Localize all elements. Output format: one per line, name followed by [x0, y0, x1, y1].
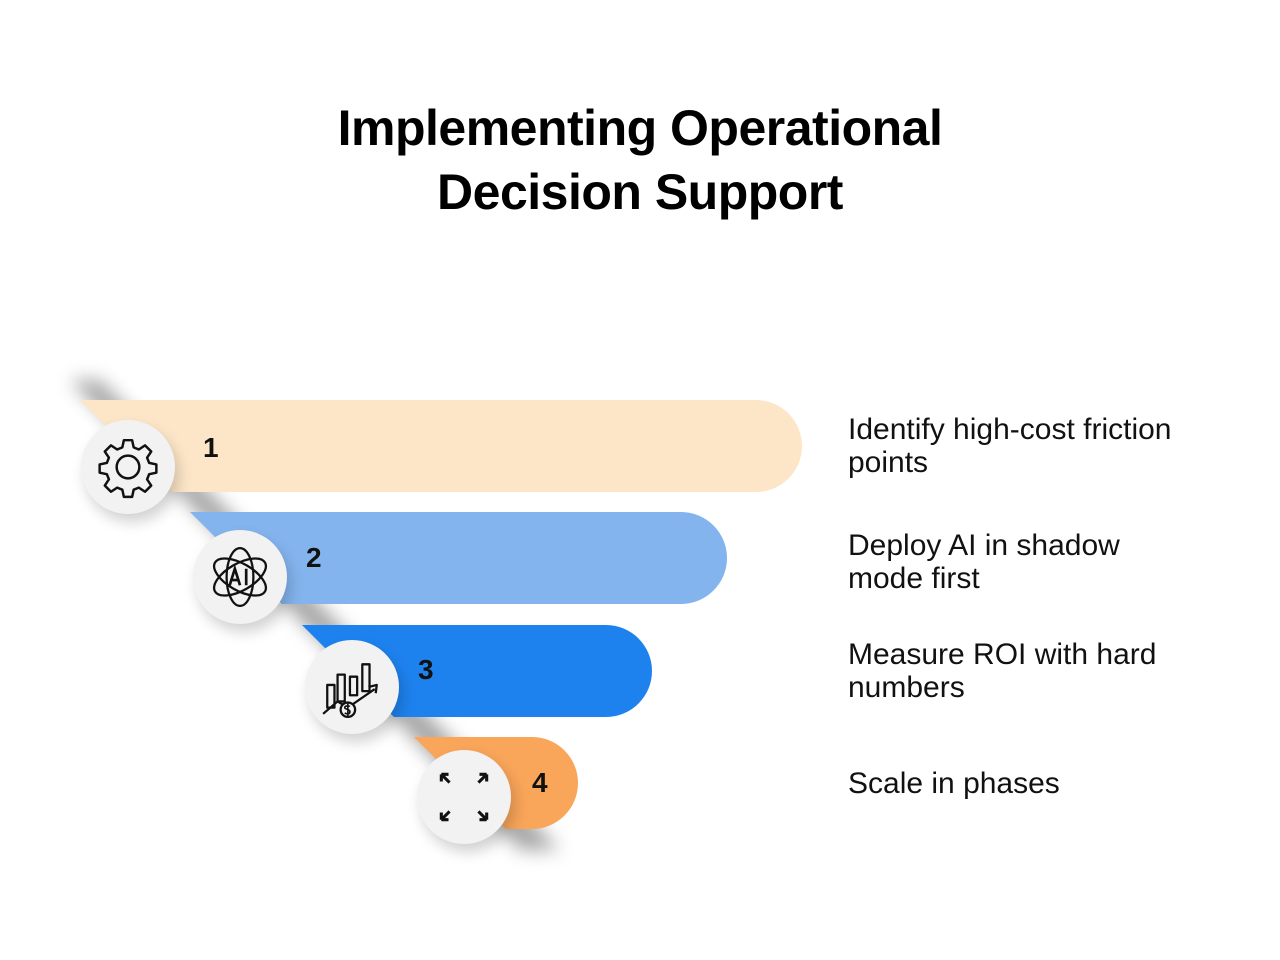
step-2-label: Deploy AI in shadow mode first [848, 529, 1120, 595]
expand-arrows-icon [439, 772, 489, 822]
step-2-icon-circle [193, 530, 287, 624]
chart-dollar-icon [322, 663, 378, 719]
page-title: Implementing Operational Decision Suppor… [0, 96, 1280, 224]
title-line-2: Decision Support [437, 164, 843, 220]
step-1-bar [80, 400, 802, 492]
step-4-label: Scale in phases [848, 767, 1060, 800]
gear-icon [98, 438, 158, 499]
step-1-number: 1 [203, 432, 219, 463]
step-4-number: 4 [532, 767, 548, 798]
step-1-icon-circle [81, 420, 175, 514]
step-1-label: Identify high-cost friction points [848, 413, 1172, 479]
step-3-number: 3 [418, 654, 434, 685]
step-2-number: 2 [306, 542, 322, 573]
ai-atom-icon [212, 546, 268, 608]
step-3-label: Measure ROI with hard numbers [848, 638, 1157, 704]
step-4-icon-circle [417, 750, 511, 844]
title-line-1: Implementing Operational [337, 100, 943, 156]
step-3-icon-circle [305, 640, 399, 734]
